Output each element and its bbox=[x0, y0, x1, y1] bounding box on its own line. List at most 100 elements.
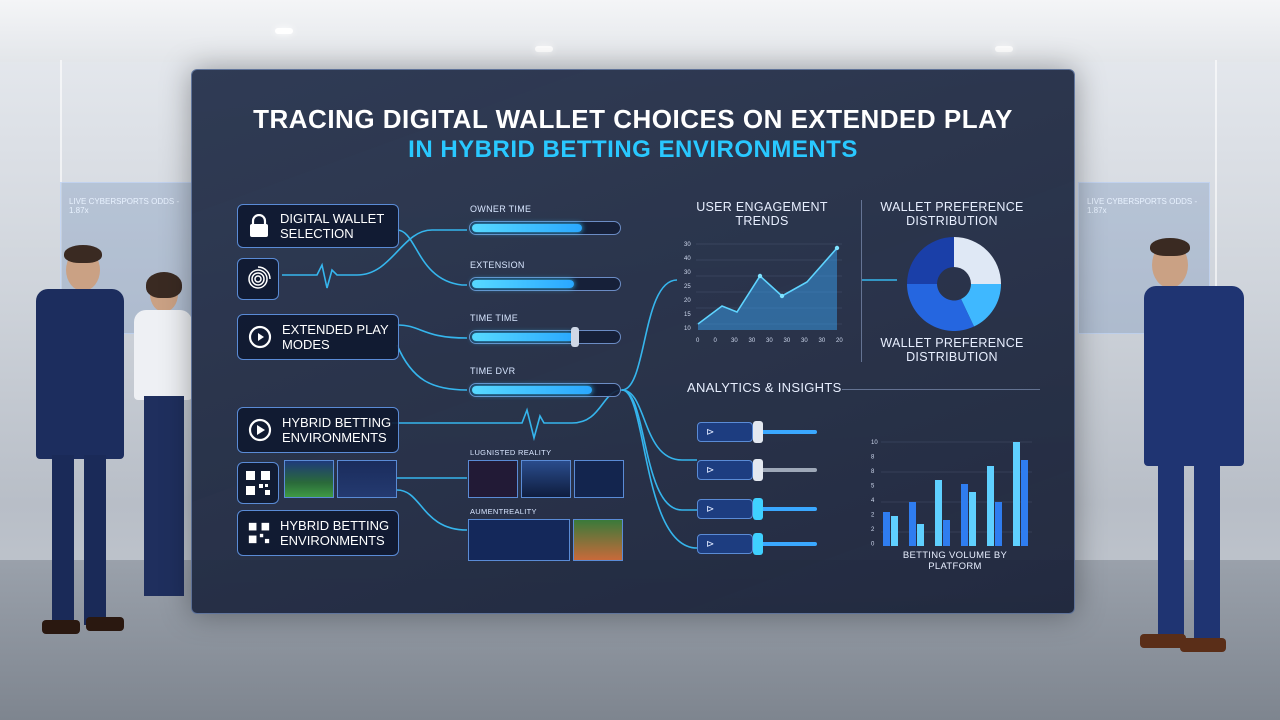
bar bbox=[909, 502, 916, 546]
ceiling-light bbox=[275, 28, 293, 34]
owner-time-slider[interactable] bbox=[469, 221, 621, 235]
bar bbox=[1021, 460, 1028, 546]
analytics-control[interactable]: ⊳ bbox=[697, 498, 817, 520]
augmented-reality-label-2: AUMENTREALITY bbox=[470, 507, 537, 516]
wallet-preference-donut bbox=[907, 237, 1001, 331]
bar bbox=[883, 512, 890, 546]
tick-label: 20 bbox=[836, 338, 843, 344]
tick-label: 30 bbox=[684, 242, 691, 248]
control-handle[interactable]: ⊳ bbox=[697, 499, 753, 519]
slider-label: TIME TIME bbox=[470, 313, 519, 323]
tick-label: 0 bbox=[871, 542, 875, 548]
bar bbox=[917, 524, 924, 546]
analytics-control[interactable]: ⊳ bbox=[697, 459, 817, 481]
fingerprint-icon[interactable] bbox=[237, 258, 279, 300]
tick-label: 30 bbox=[749, 338, 756, 344]
slider-label: EXTENSION bbox=[470, 260, 525, 270]
tick-label: 0 bbox=[714, 338, 718, 344]
bar bbox=[961, 484, 968, 546]
extended-play-box[interactable]: EXTENDED PLAY MODES bbox=[237, 314, 399, 360]
tick-label: 25 bbox=[684, 284, 691, 290]
bar bbox=[891, 516, 898, 546]
engagement-point bbox=[834, 245, 840, 251]
tick-label: 20 bbox=[684, 298, 691, 304]
ceiling-light bbox=[535, 46, 553, 52]
wallet-selection-box[interactable]: DIGITAL WALLET SELECTION bbox=[237, 204, 399, 248]
tick-label: 2 bbox=[871, 513, 875, 519]
engagement-point bbox=[779, 293, 785, 299]
tick-label: 30 bbox=[684, 270, 691, 276]
slider-label: TIME DVR bbox=[470, 366, 516, 376]
slider-fill bbox=[472, 386, 592, 394]
control-knob[interactable] bbox=[753, 533, 763, 555]
tick-label: 30 bbox=[784, 338, 791, 344]
tick-label: 2 bbox=[871, 527, 875, 533]
tick-label: 30 bbox=[819, 338, 826, 344]
tick-label: 30 bbox=[801, 338, 808, 344]
hybrid-betting-label: HYBRID BETTING ENVIRONMENTS bbox=[282, 415, 392, 445]
tick-label: 8 bbox=[871, 469, 875, 475]
extension-slider[interactable] bbox=[469, 277, 621, 291]
betting-volume-bars bbox=[883, 442, 1028, 546]
wallet-pie-caption: WALLET PREFERENCE DISTRIBUTION bbox=[880, 336, 1024, 364]
tick-label: 8 bbox=[871, 455, 875, 461]
control-track bbox=[755, 507, 817, 511]
wallet-selection-label: DIGITAL WALLET SELECTION bbox=[280, 211, 385, 241]
tick-label: 5 bbox=[871, 484, 875, 490]
control-knob[interactable] bbox=[753, 421, 763, 443]
control-handle[interactable]: ⊳ bbox=[697, 460, 753, 480]
extended-play-label: EXTENDED PLAY MODES bbox=[282, 322, 389, 352]
dashboard-subtitle: IN HYBRID BETTING ENVIRONMENTS bbox=[408, 136, 858, 163]
bar bbox=[969, 492, 976, 546]
control-knob[interactable] bbox=[753, 459, 763, 481]
bar bbox=[935, 480, 942, 546]
hybrid-betting-label: HYBRID BETTING ENVIRONMENTS bbox=[280, 518, 390, 548]
engagement-area bbox=[698, 248, 837, 330]
side-screen-title: LIVE CYBERSPORTS ODDS - 1.87x bbox=[69, 197, 180, 215]
analytics-title: ANALYTICS & INSIGHTS bbox=[687, 380, 842, 395]
control-knob[interactable] bbox=[753, 498, 763, 520]
play-icon bbox=[248, 418, 272, 442]
bar bbox=[1013, 442, 1020, 546]
control-track bbox=[755, 468, 817, 472]
wallet-pie-title: WALLET PREFERENCE DISTRIBUTION bbox=[880, 200, 1024, 228]
tick-label: 10 bbox=[684, 326, 691, 332]
control-track bbox=[755, 430, 817, 434]
slider-fill bbox=[472, 224, 582, 232]
tick-label: 4 bbox=[871, 498, 875, 504]
donut-slice bbox=[961, 284, 1001, 327]
tick-label: 30 bbox=[766, 338, 773, 344]
replay-icon bbox=[248, 325, 272, 349]
ceiling-light bbox=[995, 46, 1013, 52]
person-businessman-right bbox=[1140, 238, 1250, 663]
bar bbox=[943, 520, 950, 546]
bar bbox=[995, 502, 1002, 546]
hybrid-betting-box[interactable]: HYBRID BETTING ENVIRONMENTS bbox=[237, 407, 399, 453]
section-divider bbox=[861, 200, 862, 362]
slider-fill bbox=[472, 333, 574, 341]
person-woman-tablet bbox=[128, 272, 198, 602]
control-handle[interactable]: ⊳ bbox=[697, 534, 753, 554]
tick-label: 10 bbox=[871, 440, 878, 446]
tick-label: 30 bbox=[731, 338, 738, 344]
donut-slice bbox=[954, 237, 1001, 284]
slider-fill bbox=[472, 280, 574, 288]
flow-connectors bbox=[282, 229, 897, 549]
slider-knob[interactable] bbox=[571, 327, 579, 347]
tick-label: 15 bbox=[684, 312, 691, 318]
analytics-control[interactable]: ⊳ bbox=[697, 421, 817, 443]
control-handle[interactable]: ⊳ bbox=[697, 422, 753, 442]
augmented-reality-thumbs-2 bbox=[468, 519, 623, 561]
control-track bbox=[755, 542, 817, 546]
ceiling bbox=[0, 0, 1280, 62]
donut-slice bbox=[907, 237, 954, 284]
time-dvr-slider[interactable] bbox=[469, 383, 621, 397]
slider-label: OWNER TIME bbox=[470, 204, 532, 214]
augmented-reality-thumbs bbox=[468, 460, 624, 498]
qr-code-icon[interactable] bbox=[237, 462, 279, 504]
time-slider[interactable] bbox=[469, 327, 621, 347]
hybrid-betting-box-2[interactable]: HYBRID BETTING ENVIRONMENTS bbox=[237, 510, 399, 556]
qr-code-icon bbox=[248, 521, 270, 545]
analytics-control[interactable]: ⊳ bbox=[697, 533, 817, 555]
